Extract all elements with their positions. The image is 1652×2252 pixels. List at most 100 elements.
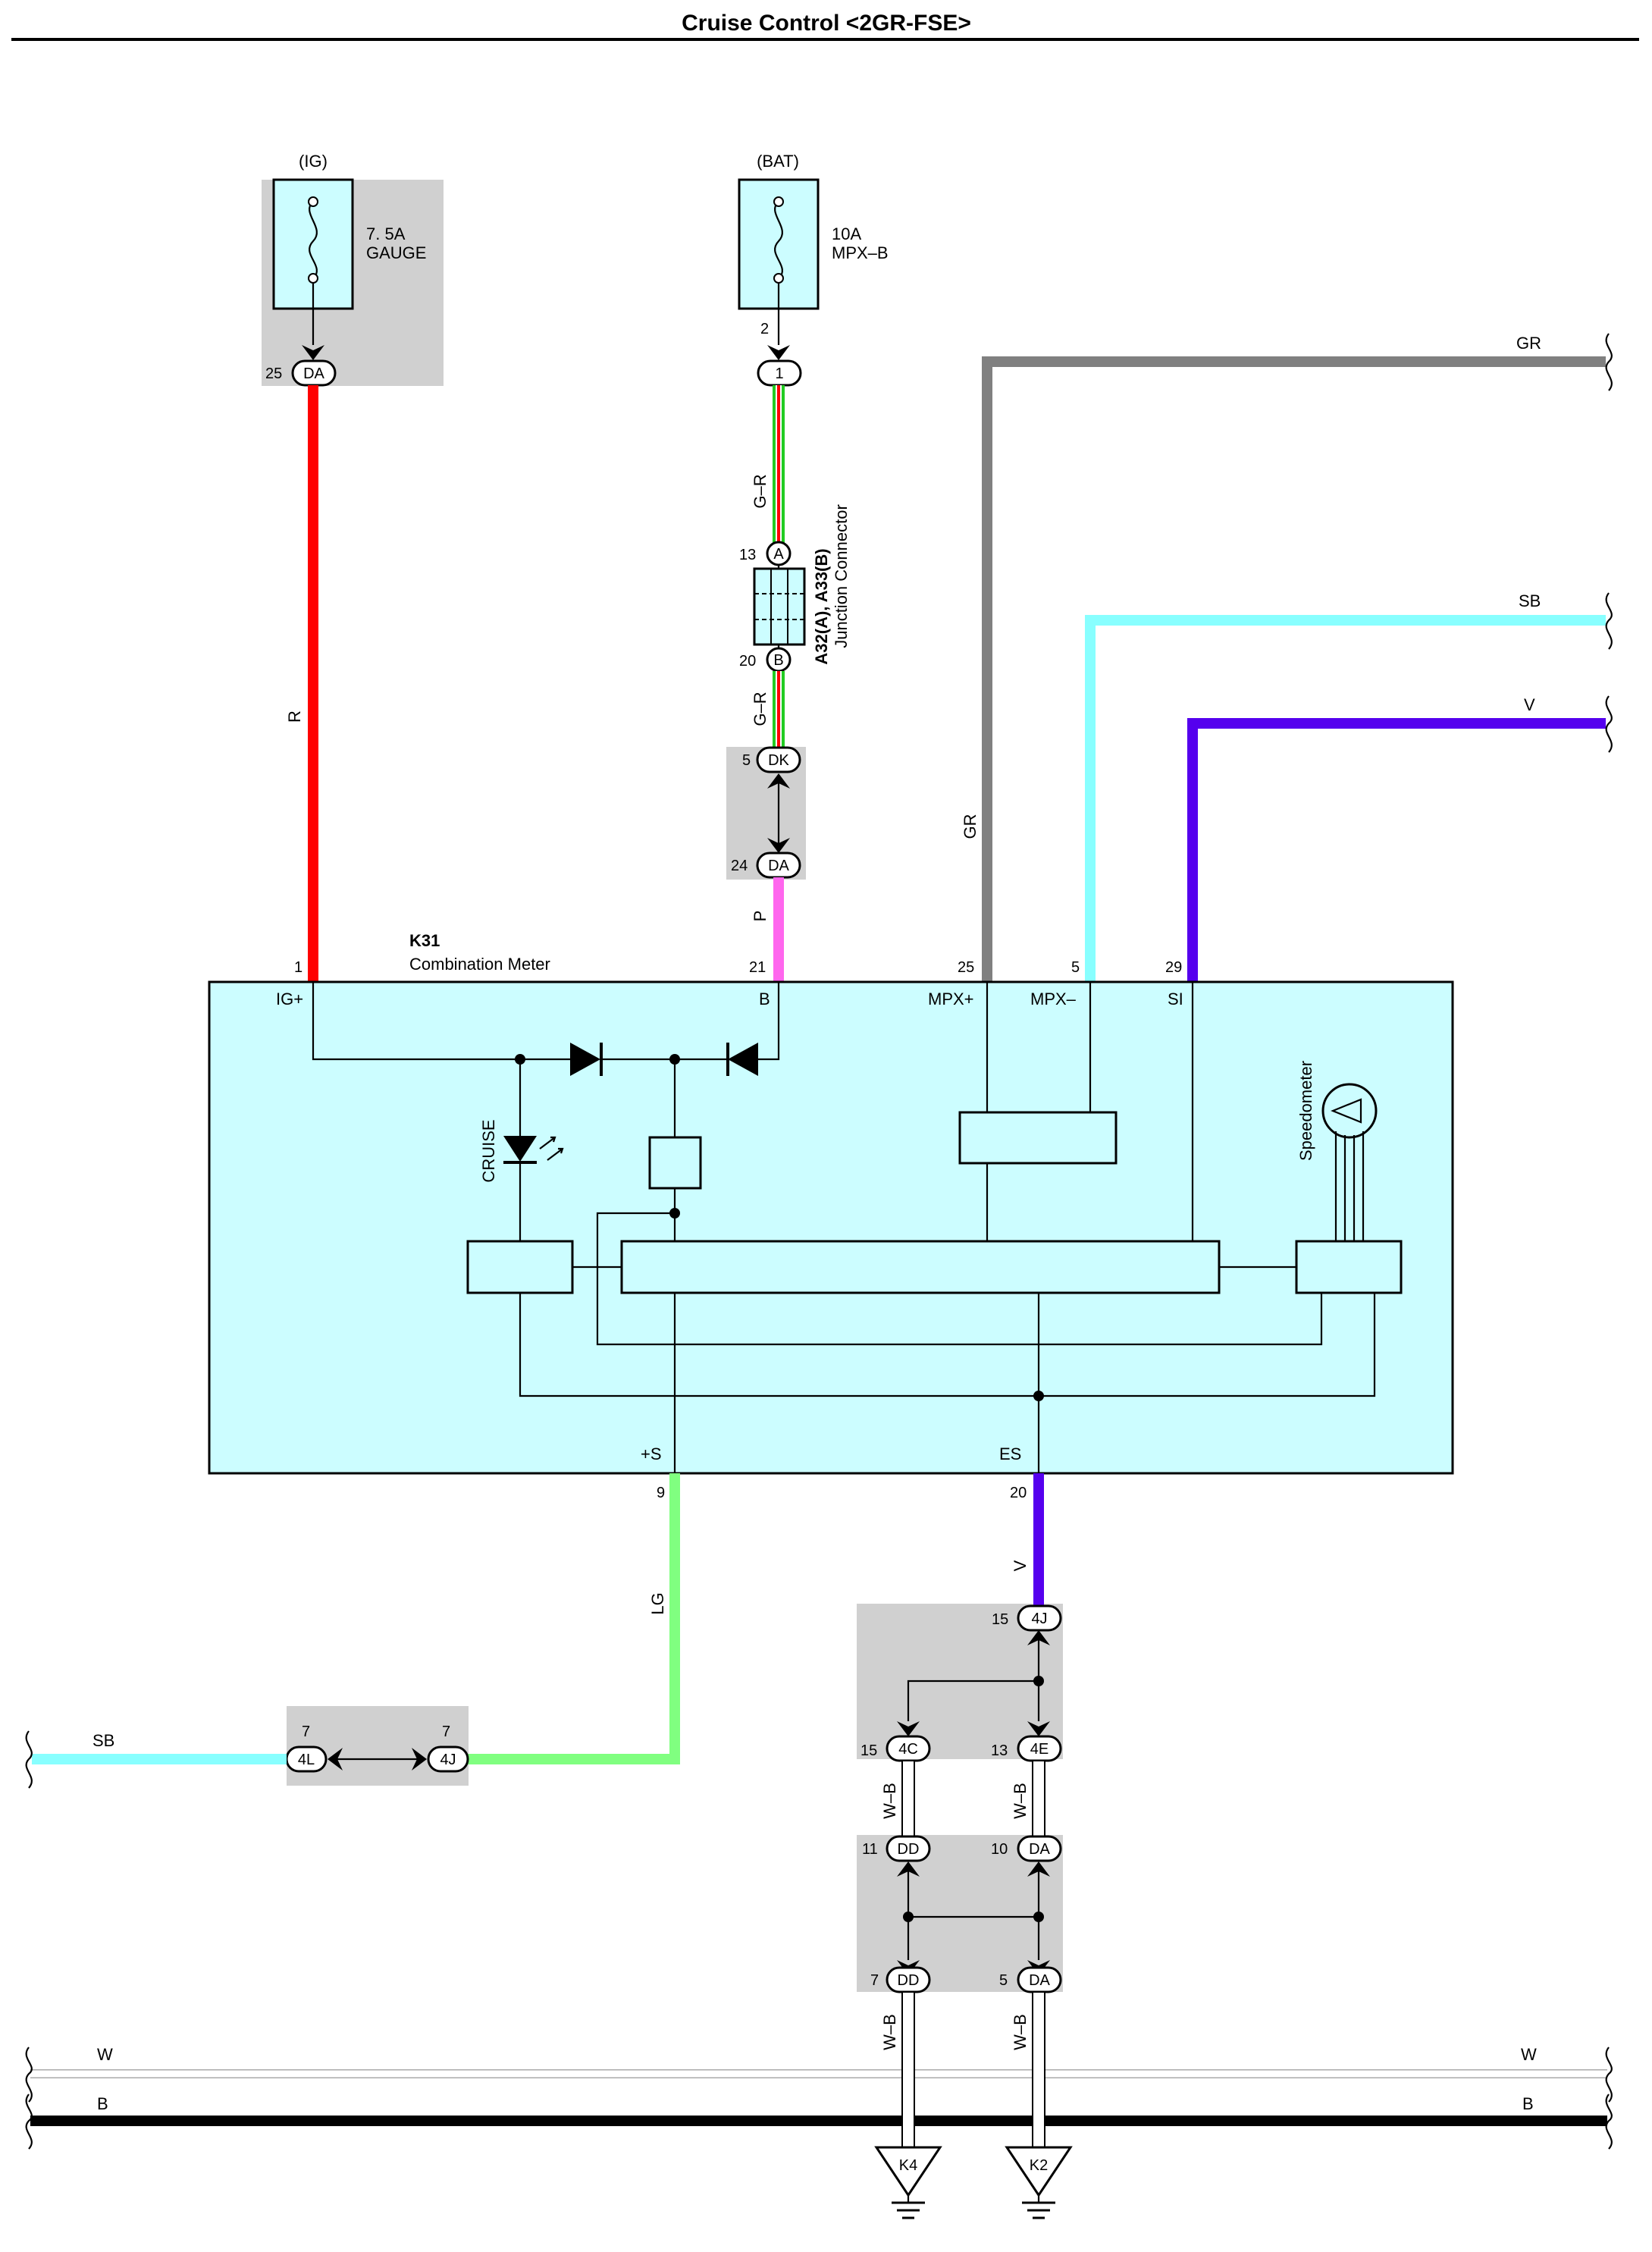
4l-4j-shade: [287, 1706, 469, 1786]
meter-name: Combination Meter: [409, 955, 550, 974]
wire-lg-label: LG: [648, 1592, 667, 1614]
wire-r-label: R: [285, 710, 304, 723]
junction-desc: Junction Connector: [832, 504, 851, 648]
meter-pin-mpxp-label: MPX+: [928, 990, 974, 1008]
bus-b-right-label: B: [1522, 2094, 1534, 2113]
svg-text:DK: DK: [768, 752, 789, 769]
4l-pin: 7: [302, 1724, 310, 1740]
bus-b-left-label: B: [97, 2094, 108, 2113]
svg-text:4J: 4J: [1031, 1611, 1047, 1627]
meter-pin-mpxp-num: 25: [958, 959, 974, 976]
wire-g-r-upper: [773, 385, 785, 554]
wire-lg: [468, 1473, 680, 1764]
junction-pin-a: 13: [739, 547, 756, 563]
svg-text:B: B: [773, 652, 783, 669]
fuse-ig-name: GAUGE: [366, 243, 426, 262]
meter-pin-s-num: 9: [657, 1485, 665, 1501]
wire-sb-left-label: SB: [92, 1731, 114, 1750]
svg-text:4L: 4L: [298, 1752, 315, 1768]
connector-dd-top: [886, 1835, 931, 1862]
wire-v-right-label: V: [1524, 695, 1535, 714]
wire-v-right: [1187, 718, 1606, 982]
svg-text:DD: DD: [898, 1972, 920, 1989]
4c-pin: 15: [860, 1742, 877, 1759]
meter-pin-mpxm-label: MPX–: [1030, 990, 1077, 1008]
fuse-bat-source: (BAT): [757, 152, 799, 171]
4e-pin: 13: [991, 1742, 1008, 1759]
meter-pin-es-label: ES: [999, 1444, 1021, 1463]
fuse-bat-name: MPX–B: [832, 243, 889, 262]
fuse-ig-element: [309, 200, 318, 280]
connector-da-top: [1017, 1835, 1062, 1862]
dk-pin: 5: [742, 752, 751, 769]
svg-text:A: A: [773, 546, 784, 563]
fuse-bat-rating: 10A: [832, 224, 861, 243]
ground-k2: [1005, 2146, 1073, 2219]
dk-connector: [756, 746, 801, 773]
wire-g-r-top-label: G–R: [751, 474, 770, 508]
meter-pin-si-label: SI: [1168, 990, 1183, 1008]
ground-k4-label: K4: [899, 2157, 917, 2174]
wire-gr-right-label: GR: [1516, 334, 1541, 353]
wire-v-es-label: V: [1011, 1560, 1030, 1571]
4j-top-pin: 15: [992, 1611, 1008, 1628]
page-title: Cruise Control <2GR-FSE>: [682, 11, 971, 36]
meter-pin-mpxm-num: 5: [1071, 959, 1080, 976]
fuse-bat-arrow: [767, 345, 790, 360]
wire-g-r-bottom-label: G–R: [751, 692, 770, 726]
svg-text:DD: DD: [898, 1841, 920, 1858]
fuse-ig-arrow: [302, 345, 324, 360]
svg-text:4C: 4C: [898, 1741, 918, 1758]
bus-w-left-label: W: [97, 2045, 113, 2064]
wire-wb1-label: W–B: [880, 1783, 899, 1819]
svg-text:4E: 4E: [1030, 1741, 1049, 1758]
meter-pin-ig-label: IG+: [276, 990, 303, 1008]
meter-internal-circuit: [312, 982, 1403, 1473]
wire-g-r-lower: [773, 671, 785, 758]
svg-text:1: 1: [775, 365, 783, 382]
meter-pin-b-num: 21: [749, 959, 766, 976]
dd-top-pin: 11: [862, 1841, 878, 1858]
wire-wb3-label: W–B: [880, 2014, 899, 2050]
fuse-ig-source: (IG): [299, 152, 328, 171]
da-top-pin: 10: [991, 1841, 1008, 1858]
wire-sb-right: [1085, 615, 1606, 982]
cruise-indicator-label: CRUISE: [479, 1119, 498, 1182]
wire-wb2-label: W–B: [1011, 1783, 1030, 1819]
wire-wb-upper: [901, 1760, 1045, 1837]
fuse-ig-pin: 25: [265, 365, 282, 382]
junction-pin-b: 20: [739, 653, 756, 670]
meter-pin-s-label: +S: [641, 1444, 662, 1463]
speedometer-label: Speedometer: [1296, 1061, 1315, 1161]
ground-k2-label: K2: [1030, 2157, 1048, 2174]
dd-bot-pin: 7: [870, 1972, 879, 1989]
svg-text:DA: DA: [303, 365, 324, 382]
4j-pin: 7: [442, 1724, 450, 1740]
wire-wb4-label: W–B: [1011, 2014, 1030, 2050]
meter-pin-es-num: 20: [1010, 1485, 1027, 1501]
fuse-ig-rating: 7. 5A: [366, 224, 406, 243]
splice-dd-da: [897, 1862, 1050, 1975]
svg-text:DA: DA: [768, 858, 789, 874]
wire-gr: [982, 356, 1606, 982]
ground-k4: [874, 2146, 942, 2219]
fuse-bat-pin: 2: [760, 321, 769, 337]
fuse-bat-element: [774, 200, 783, 280]
combination-meter-box: [208, 980, 1454, 1475]
meter-id: K31: [409, 931, 440, 950]
da-bot-pin: 5: [999, 1972, 1008, 1989]
svg-text:DA: DA: [1029, 1972, 1050, 1989]
meter-pin-si-num: 29: [1165, 959, 1182, 976]
wire-gr-label: GR: [961, 814, 980, 839]
wire-p-label: P: [751, 911, 770, 922]
da-pin: 24: [731, 858, 748, 874]
svg-text:4J: 4J: [440, 1752, 456, 1768]
connector-4j: [427, 1745, 469, 1773]
bus-w-right-label: W: [1521, 2045, 1537, 2064]
junction-name: A32(A), A33(B): [812, 548, 831, 664]
meter-pin-ig-num: 1: [294, 959, 303, 976]
svg-text:DA: DA: [1029, 1841, 1050, 1858]
junction-connector-body: [753, 567, 806, 646]
splice-4j: [897, 1630, 1050, 1736]
